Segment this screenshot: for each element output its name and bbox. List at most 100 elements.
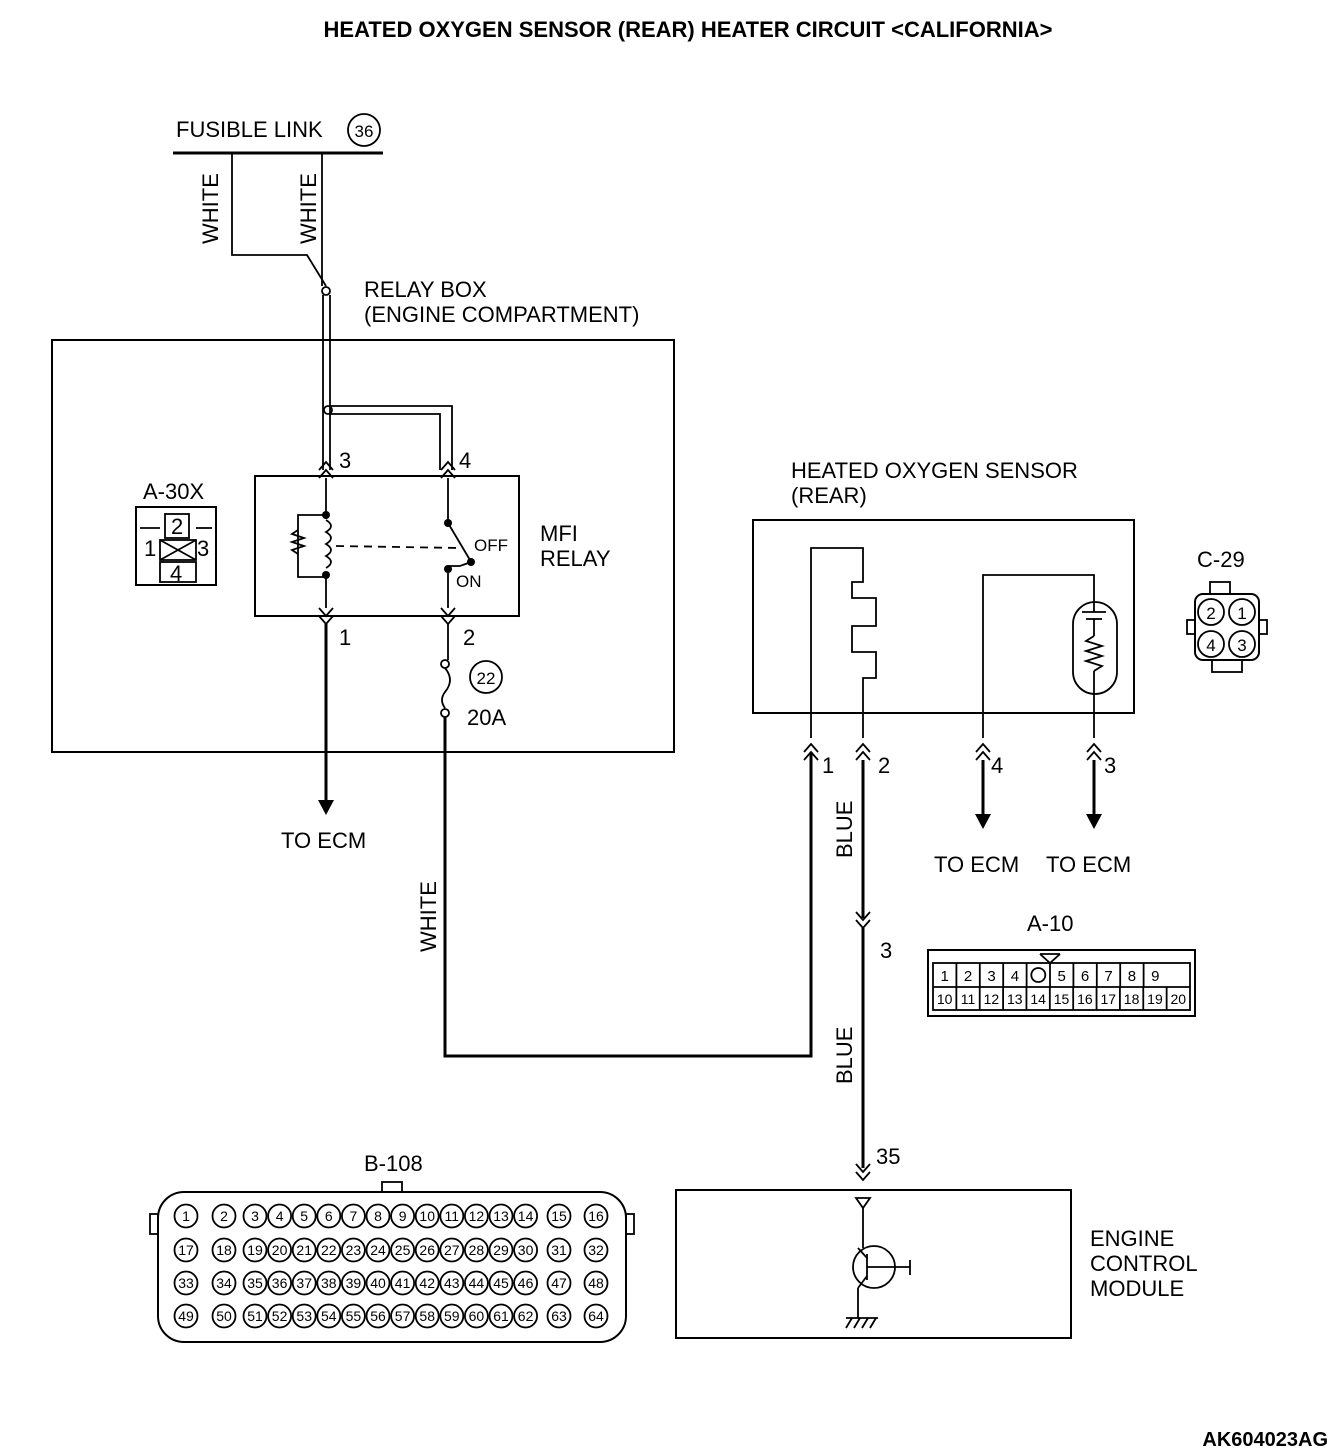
b108-pin-socket — [267, 1237, 293, 1263]
a30x-pin-1: 1 — [144, 536, 156, 561]
wire-color-white-2: WHITE — [296, 173, 321, 244]
b108-pin: 53 — [296, 1308, 312, 1324]
b108-pin: 26 — [419, 1242, 435, 1258]
mfi-relay-label: MFI — [540, 521, 578, 546]
a10-pin: 18 — [1124, 991, 1140, 1007]
b108-pin-socket — [291, 1203, 317, 1229]
b108-pin-socket — [291, 1237, 317, 1263]
sensor-terminal-4: 4 — [991, 753, 1003, 778]
relay-terminal-3: 3 — [339, 448, 351, 473]
b108-pin: 31 — [551, 1242, 567, 1258]
fuse-rating: 20A — [467, 705, 506, 730]
b108-pin-socket — [242, 1303, 268, 1329]
ecm-label-3: MODULE — [1090, 1276, 1184, 1301]
b108-pin-socket — [211, 1303, 237, 1329]
b108-pin: 18 — [216, 1242, 232, 1258]
a10-pin: 15 — [1054, 991, 1070, 1007]
b108-pin: 27 — [444, 1242, 460, 1258]
b108-pin-socket — [267, 1270, 293, 1296]
fusible-link-label: FUSIBLE LINK — [176, 117, 323, 142]
b108-pin-socket — [242, 1203, 268, 1229]
b108-pin: 5 — [300, 1208, 308, 1224]
a10-pin: 16 — [1077, 991, 1093, 1007]
b108-pin-socket — [242, 1270, 268, 1296]
b108-pin-socket — [340, 1203, 366, 1229]
sensor-terminal-2: 2 — [878, 753, 890, 778]
b108-pin-socket — [583, 1203, 609, 1229]
mfi-relay: 3 4 OFF ON 1 2 — [254, 448, 520, 650]
b108-pin: 35 — [247, 1275, 263, 1291]
sensor-terminals: 1 2 4 3 — [803, 742, 1116, 778]
b108-pin-socket — [414, 1203, 440, 1229]
connector-a10-label: A-10 — [1027, 911, 1073, 936]
b108-pin: 11 — [445, 1208, 460, 1224]
b108-pin-socket — [546, 1237, 572, 1263]
a10-pin: 7 — [1104, 968, 1112, 985]
relay-on-label: ON — [456, 572, 482, 591]
b108-pin-socket — [463, 1203, 489, 1229]
mfi-relay-label-2: RELAY — [540, 546, 611, 571]
b108-pin: 33 — [178, 1275, 194, 1291]
b108-pin: 29 — [493, 1242, 509, 1258]
wire-color-blue-2: BLUE — [832, 1027, 857, 1084]
b108-pin: 7 — [350, 1208, 358, 1224]
c29-pin-3: 3 — [1237, 636, 1246, 655]
b108-pin-socket — [439, 1270, 465, 1296]
b108-pin-socket — [365, 1303, 391, 1329]
b108-pin-socket — [316, 1270, 342, 1296]
b108-pin: 19 — [247, 1242, 263, 1258]
figure-code: AK604023AG — [1202, 1429, 1328, 1451]
b108-pin-socket — [267, 1203, 293, 1229]
fusible-link: FUSIBLE LINK 36 — [173, 113, 383, 155]
sensor-sublabel: (REAR) — [791, 483, 867, 508]
relay-terminal-2: 2 — [463, 625, 475, 650]
to-ecm-label-3: TO ECM — [1046, 852, 1131, 877]
b108-pin: 57 — [395, 1308, 411, 1324]
b108-pin-socket — [340, 1237, 366, 1263]
b108-pin: 44 — [469, 1275, 485, 1291]
b108-pin: 55 — [346, 1308, 362, 1324]
b108-pin: 52 — [272, 1308, 288, 1324]
b108-pin: 59 — [444, 1308, 460, 1324]
b108-pin: 23 — [346, 1242, 362, 1258]
fuse-number: 22 — [477, 669, 496, 688]
connector-c29: C-29 2 1 4 3 — [1186, 547, 1268, 673]
relay-box-label: RELAY BOX — [364, 277, 487, 302]
b108-pin-socket — [365, 1203, 391, 1229]
sensor-signal-to-ecm: TO ECM TO ECM — [934, 760, 1131, 877]
relay-terminal-1: 1 — [339, 625, 351, 650]
b108-pin: 37 — [296, 1275, 312, 1291]
b108-pin-socket — [211, 1237, 237, 1263]
fuse-22: 22 20A — [440, 624, 506, 730]
b108-pin: 34 — [216, 1275, 232, 1291]
b108-pin: 60 — [469, 1308, 485, 1324]
a10-pin: 6 — [1081, 968, 1089, 985]
b108-pin-socket — [463, 1303, 489, 1329]
b108-pin-socket — [583, 1270, 609, 1296]
b108-pin-socket — [291, 1270, 317, 1296]
a10-pin: 2 — [964, 968, 972, 985]
connector-a30x-label: A-30X — [143, 479, 204, 504]
b108-pin-socket — [546, 1303, 572, 1329]
a10-pin: 13 — [1007, 991, 1023, 1007]
b108-pin: 25 — [395, 1242, 411, 1258]
b108-pin-socket — [414, 1237, 440, 1263]
b108-pin: 10 — [419, 1208, 435, 1224]
b108-pin-socket — [173, 1270, 199, 1296]
b108-pin-socket — [546, 1270, 572, 1296]
a30x-pin-4: 4 — [170, 561, 182, 586]
diagram-title: HEATED OXYGEN SENSOR (REAR) HEATER CIRCU… — [324, 17, 1053, 42]
a10-pin: 5 — [1058, 968, 1066, 985]
b108-pin: 39 — [346, 1275, 362, 1291]
a10-pin: 4 — [1011, 968, 1019, 985]
b108-pin-socket — [390, 1303, 416, 1329]
b108-pin-socket — [365, 1237, 391, 1263]
a10-pin: 12 — [984, 991, 1000, 1007]
a10-pin: 11 — [961, 991, 976, 1007]
b108-pin-socket — [340, 1270, 366, 1296]
b108-pin: 48 — [588, 1275, 604, 1291]
c29-pin-4: 4 — [1206, 636, 1215, 655]
connector-c29-label: C-29 — [1197, 547, 1245, 572]
wire-color-white-3: WHITE — [416, 881, 441, 952]
